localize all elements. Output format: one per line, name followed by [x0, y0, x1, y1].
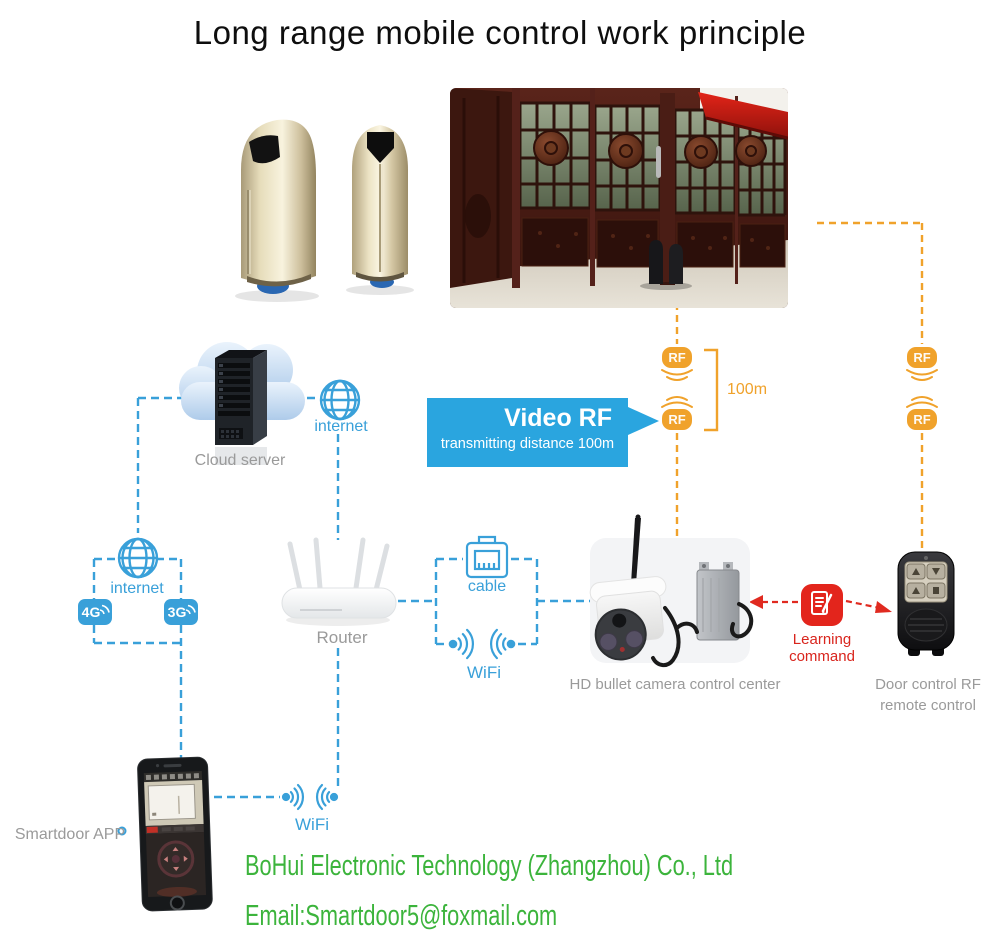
- svg-text:4G: 4G: [82, 604, 101, 620]
- remote-line1: Door control RF: [875, 676, 981, 693]
- door-opener-product-photo: [235, 119, 414, 302]
- svg-text:RF: RF: [668, 412, 685, 427]
- svg-text:RF: RF: [913, 350, 930, 365]
- rf-badge: RF: [907, 347, 937, 368]
- svg-text:RF: RF: [913, 412, 930, 427]
- internet-globe-icon: [319, 379, 361, 421]
- gate-photo: [450, 88, 788, 308]
- video-rf-title: Video RF: [504, 404, 612, 432]
- 3g-badge: 3G: [164, 599, 198, 625]
- learning-command-icon: [801, 584, 843, 626]
- smartphone: [133, 755, 219, 918]
- wifi-signal-icon: [448, 628, 516, 660]
- rf-waves-icon: [661, 369, 938, 408]
- svg-text:RF: RF: [668, 350, 685, 365]
- cloud-server-icon: [179, 342, 305, 465]
- internet-globe-icon: [117, 537, 159, 579]
- wifi-bottom-label: WiFi: [295, 815, 329, 834]
- company-name: BoHui Electronic Technology (Zhangzhou) …: [245, 850, 734, 882]
- router-icon: [281, 537, 397, 626]
- cable-label: cable: [467, 578, 507, 595]
- learning-command-arrows: [749, 595, 892, 613]
- svg-text:3G: 3G: [168, 604, 187, 620]
- distance-bracket: [704, 348, 719, 432]
- video-rf-banner: Video RF transmitting distance 100m: [427, 398, 628, 467]
- remote-line2: remote control: [880, 697, 976, 714]
- distance-label: 100m: [727, 381, 768, 398]
- cloud-server-label: Cloud server: [194, 452, 286, 469]
- rf-badge: RF: [662, 347, 692, 368]
- internet-left-label: internet: [110, 580, 164, 597]
- rf-badge: RF: [662, 409, 692, 430]
- smartdoor-app-label: Smartdoor APP: [14, 826, 126, 843]
- connector-endpoint-dot: [117, 826, 127, 836]
- rf-badge: RF: [907, 409, 937, 430]
- wifi-signal-icon: [281, 783, 339, 811]
- company-email: Email:Smartdoor5@foxmail.com: [245, 900, 558, 932]
- wifi-mid-label: WiFi: [467, 663, 501, 682]
- 4g-badge: 4G: [78, 599, 112, 625]
- rf-remote-icon: [897, 551, 955, 656]
- camera-label: HD bullet camera control center: [569, 676, 781, 693]
- banner-pointer: [628, 407, 659, 435]
- learning-command-label: Learning command: [782, 631, 862, 665]
- internet-top-label: internet: [314, 418, 368, 435]
- page-title: Long range mobile control work principle: [193, 14, 807, 51]
- camera-control-center: [589, 514, 754, 667]
- learning-line1: Learning: [792, 631, 852, 648]
- remote-label: Door control RF remote control: [866, 674, 990, 716]
- router-label: Router: [316, 628, 368, 647]
- video-rf-subtitle: transmitting distance 100m: [440, 436, 615, 452]
- learning-line2: command: [789, 648, 855, 665]
- ethernet-cable-icon: [465, 535, 509, 579]
